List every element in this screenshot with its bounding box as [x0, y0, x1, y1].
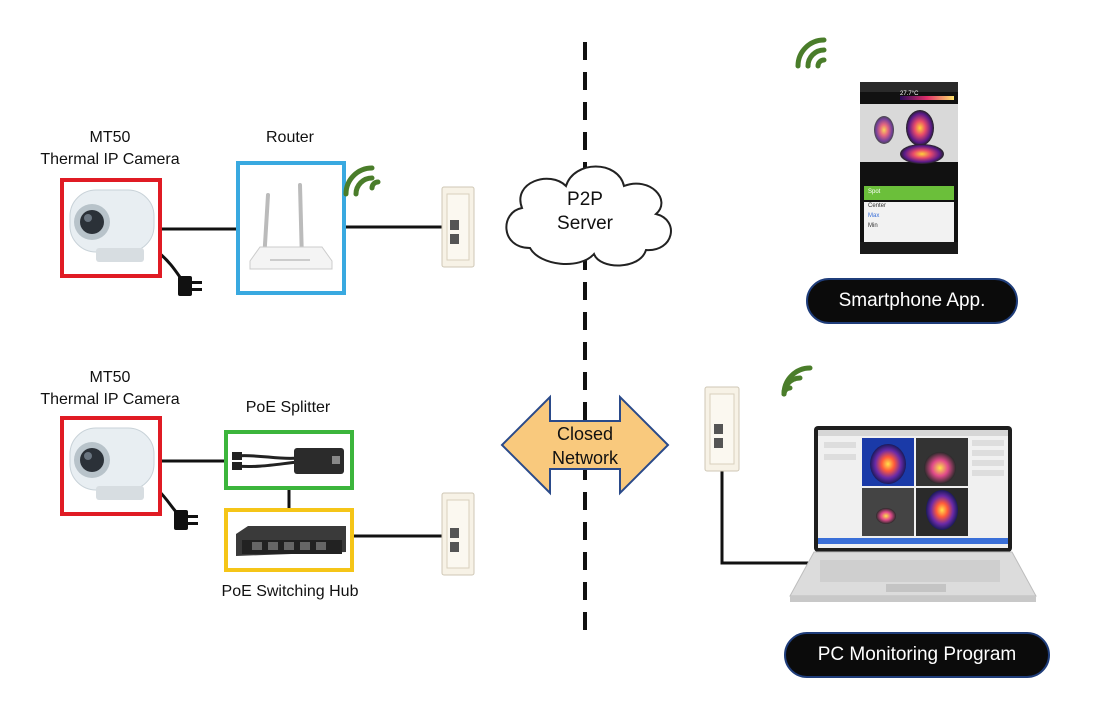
wall-lan-outlet-icon — [441, 186, 475, 268]
phone-menu-item-1[interactable]: Spot — [868, 189, 881, 195]
cloud-label-line1: P2P — [567, 189, 603, 210]
wall-lan-outlet-right — [704, 386, 740, 472]
router-frame — [236, 161, 346, 295]
cloud-label-line2: Server — [557, 213, 613, 234]
network-switch-icon — [236, 526, 346, 556]
camera-bottom-title-line1: MT50 — [89, 369, 131, 386]
phone-temperature: 27.7°C — [900, 91, 919, 97]
laptop-icon — [789, 426, 1037, 602]
poe-splitter-label: PoE Splitter — [245, 399, 331, 416]
arrow-label-line2: Network — [551, 448, 618, 468]
camera-bottom-frame — [60, 416, 162, 516]
phone-menu-item-3[interactable]: Max — [868, 213, 880, 219]
pc-monitoring-label: PC Monitoring Program — [784, 632, 1050, 678]
camera-bottom-title-line2: Thermal IP Camera — [40, 391, 180, 408]
smartphone-icon — [860, 82, 958, 254]
laptop — [789, 424, 1040, 606]
thermal-camera-icon — [69, 189, 155, 262]
cable-outlet-laptop — [720, 455, 810, 565]
phone-menu-item-4[interactable]: Min — [868, 223, 878, 229]
wall-lan-outlet-icon — [441, 492, 475, 576]
camera-top-title-line1: MT50 — [89, 129, 131, 146]
poe-hub-label: PoE Switching Hub — [221, 583, 359, 600]
smartphone-app-label: Smartphone App. — [806, 278, 1018, 324]
camera-top-title-line2: Thermal IP Camera — [40, 151, 180, 168]
wall-lan-outlet-bottom — [441, 492, 475, 576]
poe-splitter-frame — [224, 430, 354, 490]
router-label: Router — [265, 129, 315, 146]
thermal-camera-icon — [69, 427, 155, 500]
smartphone-screen: 27.7°C Spot Center Max Min — [860, 82, 958, 254]
poe-splitter-icon — [232, 448, 344, 474]
camera-top-frame — [60, 178, 162, 278]
wall-lan-outlet-top — [441, 186, 475, 268]
wall-lan-outlet-icon — [704, 386, 740, 472]
wifi-router-icon — [249, 183, 333, 270]
poe-hub-frame — [224, 508, 354, 572]
arrow-label-line1: Closed — [556, 424, 614, 444]
phone-menu-item-2[interactable]: Center — [868, 203, 887, 209]
